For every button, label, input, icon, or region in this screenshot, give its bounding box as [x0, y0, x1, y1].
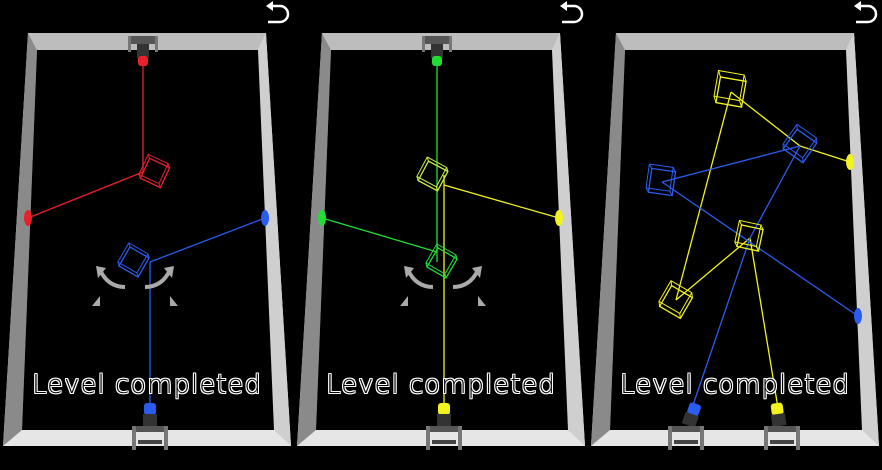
prism-cube-icon[interactable] — [734, 219, 764, 252]
prism-cube-icon[interactable] — [424, 243, 458, 279]
laser-emitter-icon — [770, 402, 787, 427]
prism-cube-icon[interactable] — [138, 153, 171, 189]
laser-beam — [749, 145, 801, 239]
prism-cube-icon[interactable] — [657, 279, 694, 320]
level-completed-text: Level completed — [32, 370, 262, 400]
laser-beam — [749, 237, 779, 409]
laser-beam — [443, 184, 560, 219]
laser-beam — [691, 237, 751, 409]
undo-icon[interactable] — [850, 0, 878, 28]
laser-beam — [27, 171, 144, 219]
level-panel-3: Level completed — [588, 0, 882, 470]
board-3 — [591, 33, 879, 450]
prism-cube-icon[interactable] — [415, 156, 449, 192]
rotate-arrows-icon[interactable] — [92, 266, 178, 306]
prism-cube-icon[interactable] — [645, 163, 677, 197]
board-frame — [297, 33, 585, 446]
laser-beam — [799, 145, 851, 163]
level-panel-1: Level completed — [0, 0, 294, 470]
board-2 — [297, 33, 585, 450]
level-completed-text: Level completed — [326, 370, 556, 400]
rotate-arrows-icon[interactable] — [400, 266, 486, 306]
laser-emitter-icon — [132, 403, 168, 450]
laser-beam — [321, 217, 438, 253]
laser-emitter-icon — [764, 426, 800, 450]
board-frame — [3, 33, 291, 446]
laser-emitter-icon — [422, 36, 452, 66]
laser-emitter-icon — [668, 426, 704, 450]
laser-beam — [661, 145, 801, 183]
laser-receiver-icon — [555, 210, 563, 226]
laser-receiver-icon — [24, 210, 32, 226]
laser-beam — [661, 181, 859, 317]
laser-receiver-icon — [261, 210, 269, 226]
laser-beam — [675, 91, 732, 301]
board-1 — [3, 33, 291, 450]
level-completed-text: Level completed — [620, 370, 850, 400]
laser-beam — [149, 217, 266, 263]
laser-emitter-icon — [128, 36, 158, 66]
laser-receiver-icon — [854, 308, 862, 324]
prism-cube-icon[interactable] — [116, 242, 150, 278]
prism-cube-icon[interactable] — [713, 69, 747, 108]
laser-emitter-icon — [681, 402, 701, 428]
prism-cube-icon[interactable] — [781, 123, 819, 164]
laser-beam — [675, 237, 751, 301]
undo-icon[interactable] — [556, 0, 584, 28]
laser-emitter-icon — [426, 403, 462, 450]
level-panel-2: Level completed — [294, 0, 588, 470]
undo-icon[interactable] — [262, 0, 290, 28]
laser-receiver-icon — [318, 210, 326, 226]
laser-receiver-icon — [846, 154, 854, 170]
